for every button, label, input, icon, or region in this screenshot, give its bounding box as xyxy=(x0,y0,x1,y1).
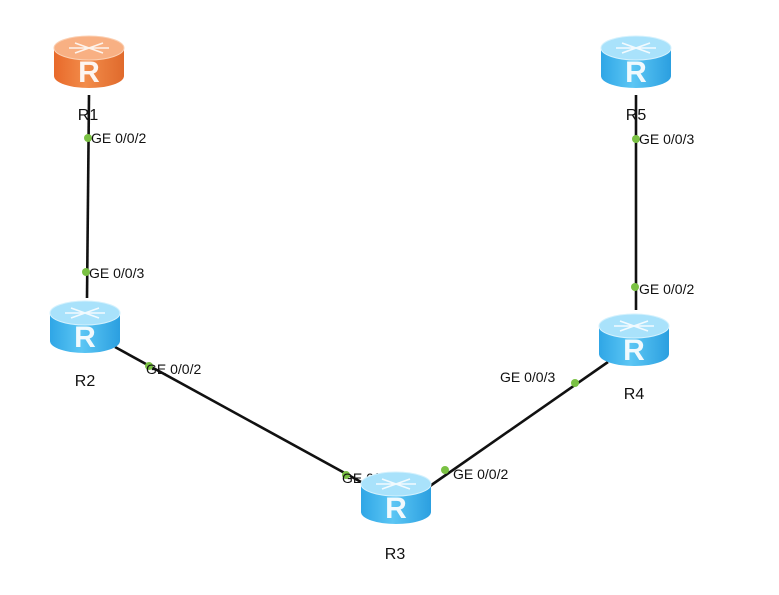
router-label-r1: R1 xyxy=(78,107,99,124)
router-r2[interactable]: R xyxy=(49,300,121,354)
port-dot-r4-ge003[interactable] xyxy=(571,379,579,387)
port-label-r2-ge003: GE 0/0/3 xyxy=(89,265,144,281)
router-r4[interactable]: R xyxy=(598,313,670,367)
router-r5[interactable]: R xyxy=(600,35,672,89)
router-glyph: R xyxy=(625,56,647,89)
router-icon: R xyxy=(598,313,670,367)
port-label-r2-ge002: GE 0/0/2 xyxy=(146,361,201,377)
router-icon: R xyxy=(360,471,432,525)
port-label-r1-ge002: GE 0/0/2 xyxy=(91,130,146,146)
port-dot-r2-ge003[interactable] xyxy=(82,268,90,276)
port-label-r4-ge002: GE 0/0/2 xyxy=(639,281,694,297)
router-label-r4: R4 xyxy=(624,386,645,403)
port-dot-r1-ge002[interactable] xyxy=(84,134,92,142)
port-dot-r5-ge003[interactable] xyxy=(632,135,640,143)
router-glyph: R xyxy=(623,334,645,367)
port-label-r5-ge003: GE 0/0/3 xyxy=(639,131,694,147)
router-glyph: R xyxy=(385,492,407,525)
port-dot-r4-ge002[interactable] xyxy=(631,283,639,291)
router-icon: R xyxy=(49,300,121,354)
router-glyph: R xyxy=(78,56,100,89)
link-r2-r3[interactable] xyxy=(114,345,373,490)
router-icon: R xyxy=(600,35,672,89)
router-glyph: R xyxy=(74,321,96,354)
port-label-r4-ge003: GE 0/0/3 xyxy=(500,369,555,385)
port-dot-r3-ge003[interactable] xyxy=(342,471,350,479)
link-r1-r2[interactable] xyxy=(85,94,91,299)
router-label-r2: R2 xyxy=(75,373,96,390)
router-r3[interactable]: R xyxy=(360,471,432,525)
router-r1[interactable]: R xyxy=(53,35,125,89)
router-label-r3: R3 xyxy=(385,546,406,563)
router-label-r5: R5 xyxy=(626,107,647,124)
router-icon: R xyxy=(53,35,125,89)
port-dot-r2-ge002[interactable] xyxy=(145,362,153,370)
port-dot-r3-ge002[interactable] xyxy=(441,466,449,474)
port-label-r3-ge002: GE 0/0/2 xyxy=(453,466,508,482)
